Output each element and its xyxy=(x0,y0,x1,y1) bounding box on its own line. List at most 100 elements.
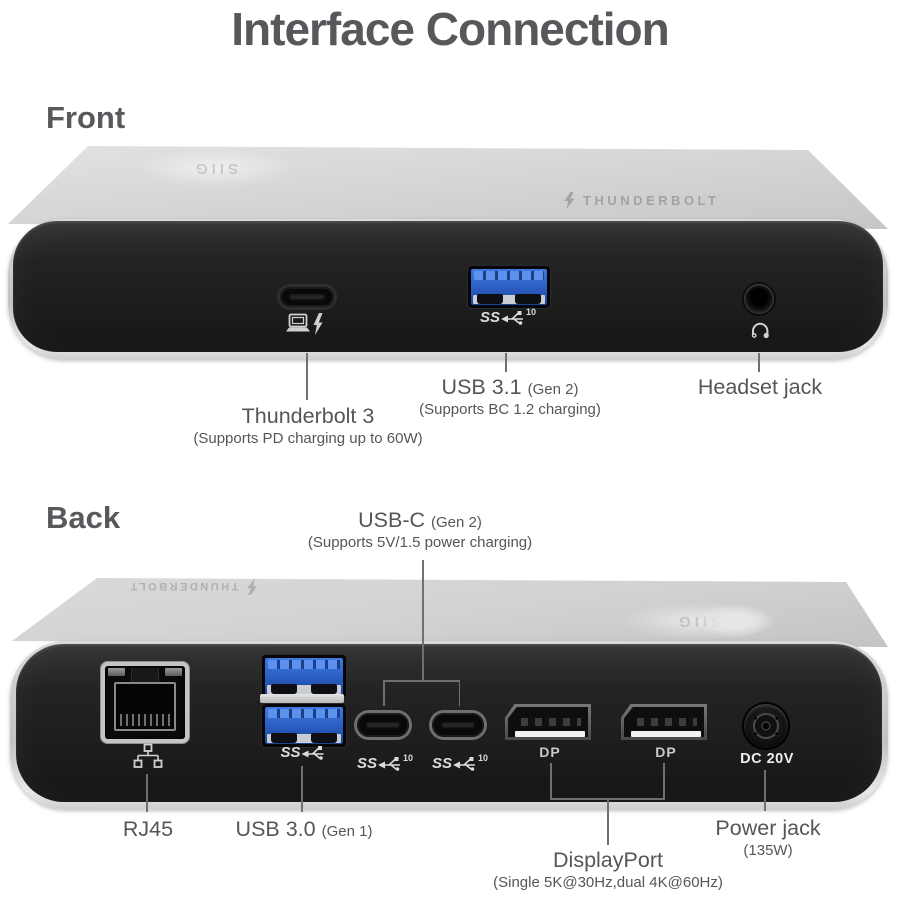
ethernet-icon xyxy=(133,743,163,768)
usb30-port-bottom xyxy=(262,704,346,747)
rj45-port xyxy=(105,666,185,739)
dp1-lip xyxy=(515,731,585,737)
callout-rj45: RJ45 xyxy=(123,817,173,842)
page-title: Interface Connection xyxy=(231,3,670,55)
usb30-bottom-tongue xyxy=(268,709,340,718)
displayport-note: (Single 5K@30Hz,dual 4K@60Hz) xyxy=(493,873,723,891)
leader-power xyxy=(764,770,766,811)
callout-headset: Headset jack xyxy=(698,375,822,400)
usbc-port-1 xyxy=(357,713,409,737)
leader-rj45 xyxy=(146,774,148,812)
dp2-pins xyxy=(637,718,697,726)
siig-logo-disc xyxy=(698,605,772,637)
leader-thunderbolt3 xyxy=(306,353,308,400)
callout-usbc: USB-C (Gen 2) (Supports 5V/1.5 power cha… xyxy=(308,508,532,552)
usb31-note: (Supports BC 1.2 charging) xyxy=(419,400,601,418)
callout-thunderbolt3: Thunderbolt 3 (Supports PD charging up t… xyxy=(193,404,422,448)
dp2-lip xyxy=(631,731,701,737)
rj45-mouth xyxy=(114,682,176,731)
siig-logo-text: SIIG xyxy=(191,159,238,177)
usbc-port-2 xyxy=(432,713,484,737)
rj45-label: RJ45 xyxy=(122,817,174,841)
power-jack-port xyxy=(744,704,788,748)
callout-usb30: USB 3.0 (Gen 1) xyxy=(236,817,373,842)
usb31-port-tongue xyxy=(474,271,544,280)
usb30-divider xyxy=(260,694,344,703)
thunderbolt-brand-back: THUNDERBOLT xyxy=(128,578,258,595)
usbc1-ss10-marking: SS 10 xyxy=(356,753,414,772)
usb30-gen: (Gen 1) xyxy=(321,823,373,840)
usb30-ss-marking: SS xyxy=(280,745,325,760)
power-jack-hole xyxy=(753,716,757,720)
front-top-surface-shape xyxy=(8,146,888,229)
headphones-icon xyxy=(751,322,769,339)
dp1-pins xyxy=(521,718,581,726)
usb31-port-lip xyxy=(473,295,545,304)
usb30-port-top xyxy=(262,655,346,698)
leader-usb31 xyxy=(505,353,507,372)
usbc2-ss10-marking: SS 10 xyxy=(431,753,489,772)
usbc-port-2-tongue xyxy=(441,722,475,728)
usb-trident-icon xyxy=(378,757,400,771)
usb31-gen: (Gen 2) xyxy=(527,381,579,398)
thunderbolt3-label: Thunderbolt 3 xyxy=(241,404,375,428)
thunderbolt3-port xyxy=(280,287,334,307)
leader-usbc-drop-2 xyxy=(458,680,460,706)
rj45-pins xyxy=(120,714,170,726)
thunderbolt-bolt-icon-back xyxy=(246,578,257,595)
usbc-label: USB-C (Gen 2) xyxy=(358,508,482,532)
callout-displayport: DisplayPort (Single 5K@30Hz,dual 4K@60Hz… xyxy=(493,848,723,892)
usb30-bottom-lip xyxy=(267,734,341,743)
usb30-bottom-inner xyxy=(265,707,343,744)
thunderbolt-brand-text: THUNDERBOLT xyxy=(583,193,720,208)
front-dock-face xyxy=(13,221,883,352)
leader-dp-2 xyxy=(663,763,665,799)
leader-headset xyxy=(758,353,760,372)
leader-dp-1 xyxy=(550,763,552,799)
power-jack-hole xyxy=(775,716,779,720)
power-jack-hole xyxy=(753,732,757,736)
power-jack-hole xyxy=(775,732,779,736)
power-jack-pin xyxy=(761,721,771,731)
usb30-label: USB 3.0 (Gen 1) xyxy=(235,817,373,841)
callout-power: Power jack (135W) xyxy=(715,816,820,860)
usb31-port-contact-right xyxy=(515,294,541,304)
thunderbolt-bolt-icon xyxy=(564,192,575,209)
rj45-led-left xyxy=(108,668,125,676)
back-section-heading: Back xyxy=(46,500,121,535)
usb30-top-tongue xyxy=(268,660,340,669)
usb-trident-icon xyxy=(301,746,324,760)
headset-label: Headset jack xyxy=(697,375,823,399)
leader-usbc-main xyxy=(422,560,424,680)
dp2-port-label: DP xyxy=(655,744,677,760)
usb30-top-contact-left xyxy=(271,684,297,694)
usb30-top-contact-right xyxy=(311,684,337,694)
usb31-port-inner xyxy=(471,269,547,305)
callout-usb31: USB 3.1 (Gen 2) (Supports BC 1.2 chargin… xyxy=(419,375,601,419)
usb31-port xyxy=(468,266,550,308)
usb-trident-icon xyxy=(501,311,523,325)
usb-trident-icon xyxy=(453,757,475,771)
usb30-top-inner xyxy=(265,658,343,695)
thunderbolt-brand-front: THUNDERBOLT xyxy=(563,192,719,209)
usbc-note: (Supports 5V/1.5 power charging) xyxy=(307,533,533,551)
dp1-port-label: DP xyxy=(539,744,561,760)
usb30-top-lip xyxy=(267,685,341,694)
power-note: (135W) xyxy=(743,841,793,859)
siig-logo-front: SIIG xyxy=(135,148,295,188)
displayport-label: DisplayPort xyxy=(553,848,663,872)
usbc-port-1-tongue xyxy=(366,722,400,728)
laptop-and-bolt-icon xyxy=(286,313,323,335)
headset-jack-port xyxy=(744,284,774,314)
usbc-gen: (Gen 2) xyxy=(431,514,482,531)
leader-usbc-bridge xyxy=(383,680,460,682)
leader-dp-stem xyxy=(607,798,609,845)
thunderbolt3-port-tongue xyxy=(289,294,325,300)
leader-usbc-drop-1 xyxy=(383,680,385,706)
thunderbolt3-note: (Supports PD charging up to 60W) xyxy=(193,429,423,447)
displayport-2 xyxy=(621,704,707,740)
displayport-1 xyxy=(505,704,591,740)
power-label: Power jack xyxy=(715,816,821,840)
rj45-led-right xyxy=(165,668,182,676)
